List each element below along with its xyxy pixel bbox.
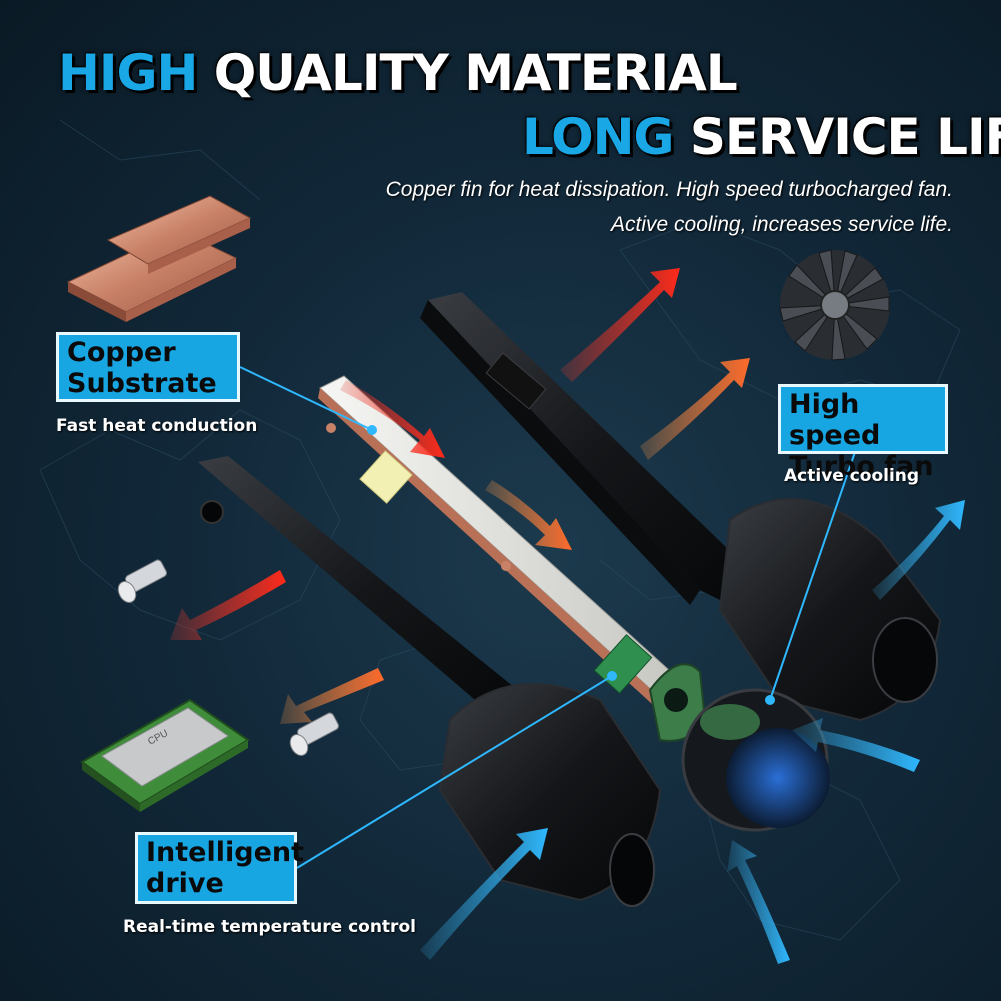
copper-leader-dot — [367, 425, 377, 435]
drive-leader-dot — [607, 671, 617, 681]
headline-highlight-1: HIGH — [58, 44, 198, 102]
headline-highlight-2: LONG — [522, 108, 674, 166]
fan-callout-line-1: High speed — [789, 389, 881, 451]
intelligent-drive-callout: Intelligent drive — [135, 832, 305, 904]
headline-text-2: SERVICE LIFE — [689, 108, 1001, 166]
drive-callout-line-2: drive — [146, 868, 224, 899]
headline-text-1: QUALITY MATERIAL — [213, 44, 738, 102]
screw-image-lower — [289, 712, 339, 756]
front-housing-shell — [198, 456, 662, 907]
subheading-line-1: Copper fin for heat dissipation. High sp… — [385, 178, 953, 201]
screw-image-upper — [117, 559, 167, 603]
copper-substrate-callout: Copper Substrate — [56, 332, 240, 402]
fan-housing — [681, 688, 830, 832]
turbo-fan-image — [779, 249, 890, 361]
fan-leader-dot — [765, 695, 775, 705]
fan-callout-line-2: Turbo fan — [789, 451, 934, 482]
headline-line-2: LONG SERVICE LIFE — [522, 108, 1001, 166]
subheading-line-2: Active cooling, increases service life. — [611, 213, 953, 236]
heat-flow-arrows — [170, 268, 750, 724]
turbo-fan-callout: High speed Turbo fan — [778, 384, 948, 482]
drive-callout-line-1: Intelligent — [146, 837, 305, 868]
copper-callout-line-1: Copper — [67, 337, 176, 368]
copper-substrate-image — [66, 195, 252, 322]
driver-ring-board — [648, 663, 707, 742]
headline-line-1: HIGH QUALITY MATERIAL — [58, 44, 738, 102]
callout-leader-lines — [239, 366, 856, 869]
copper-callout-line-2: Substrate — [67, 368, 217, 399]
intelligent-drive-caption: Real-time temperature control — [123, 917, 416, 937]
cooling-airflow-arrows — [420, 500, 965, 964]
cpu-chip-image: CPU — [80, 698, 250, 812]
turbo-fan-caption: Active cooling — [784, 466, 920, 486]
rear-housing-shell — [420, 292, 942, 722]
copper-substrate-caption: Fast heat conduction — [56, 416, 258, 436]
